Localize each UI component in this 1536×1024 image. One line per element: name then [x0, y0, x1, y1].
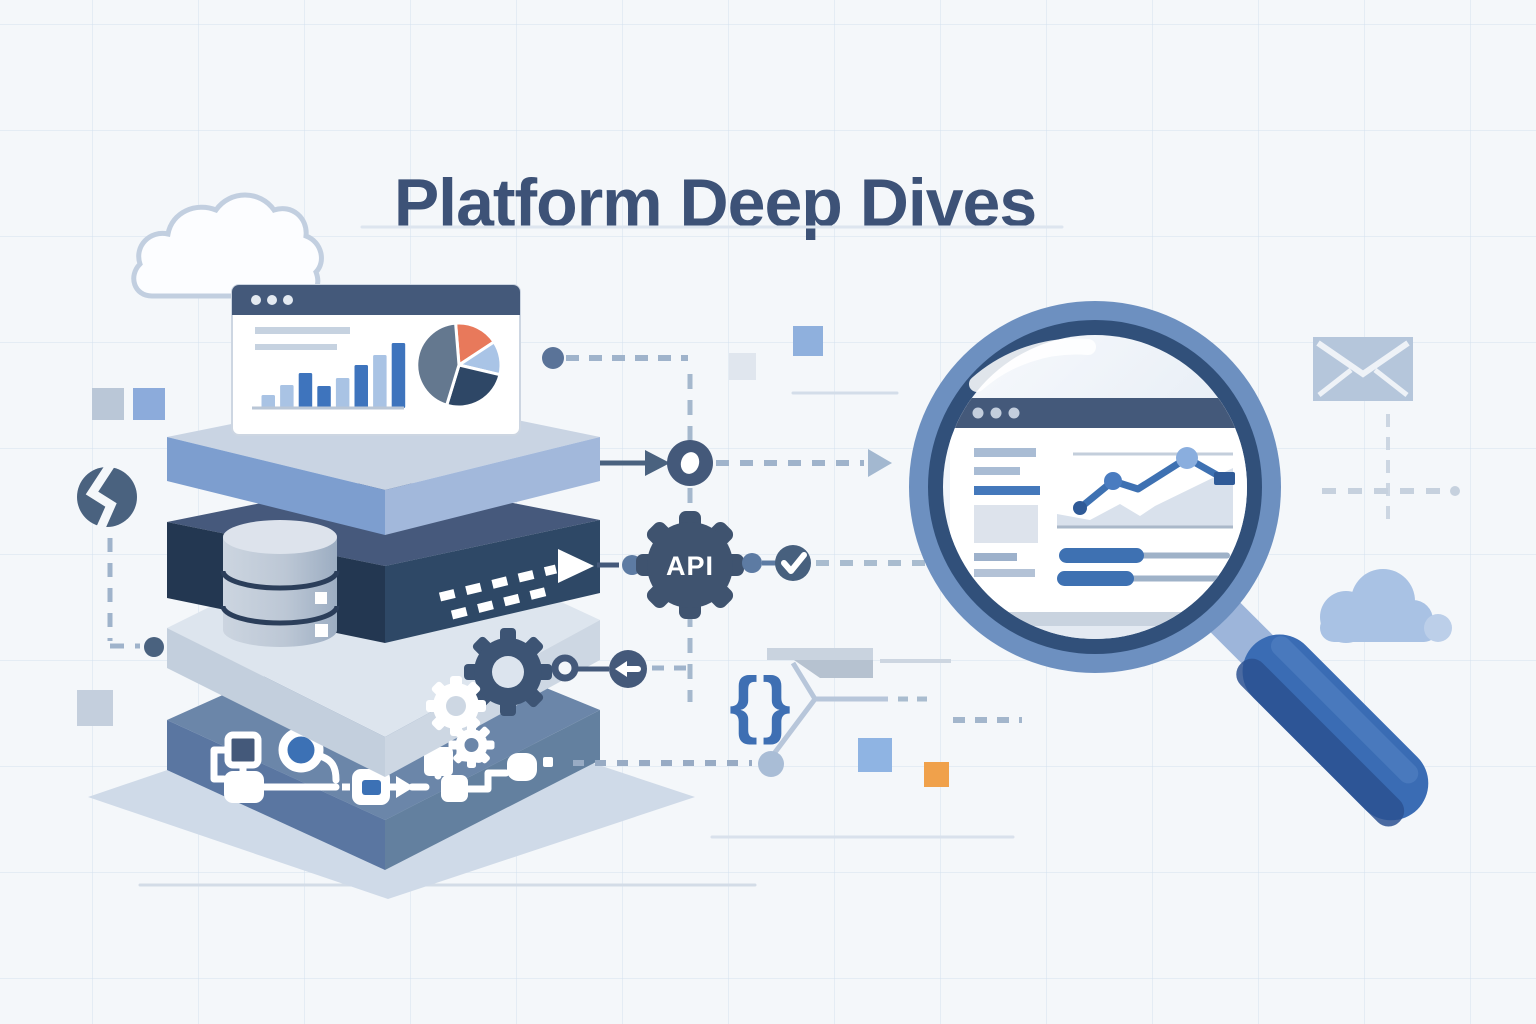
api-label: API	[666, 551, 714, 581]
bar-chart-icon	[252, 343, 406, 410]
code-connector-dashed	[107, 538, 164, 657]
small-white-gear-icon	[448, 722, 495, 768]
analytics-window-icon	[231, 284, 521, 436]
braces-group: {}	[573, 648, 1022, 777]
gear-cluster	[426, 628, 647, 768]
api-gear-icon: API	[636, 511, 744, 619]
branch-node	[758, 751, 784, 777]
middle-connectors: API	[542, 347, 928, 702]
code-icon	[77, 459, 137, 537]
decor-squares	[77, 326, 949, 787]
cloud-icon	[1320, 569, 1452, 643]
white-gear-icon	[426, 676, 486, 736]
dashed-arrow-icon	[438, 549, 594, 620]
cloud-outline-icon	[131, 192, 324, 299]
right-dashed-lines	[1322, 414, 1460, 519]
flow-diagram-icon	[210, 727, 553, 805]
envelope-icon	[1313, 337, 1413, 401]
node-circle-icon	[667, 440, 713, 486]
line-chart-series	[1073, 447, 1235, 515]
pie-chart-icon	[415, 321, 503, 409]
ring-node-icon	[551, 654, 579, 682]
check-circle-icon	[775, 545, 811, 581]
magnifier-handle	[1198, 590, 1429, 827]
lens-sidebar	[974, 448, 1040, 577]
progress-bar-icon	[1057, 548, 1230, 586]
magnifier-icon	[909, 301, 1281, 673]
gear-icon	[464, 628, 552, 716]
arrow-left-circle-icon	[609, 650, 647, 688]
bar-chart-bars	[261, 343, 406, 408]
window-dots	[251, 295, 293, 305]
faint-lines	[138, 225, 1064, 887]
braces-icon: {}	[729, 662, 795, 745]
lens-line-chart	[1057, 447, 1235, 529]
database-icon	[220, 520, 340, 647]
